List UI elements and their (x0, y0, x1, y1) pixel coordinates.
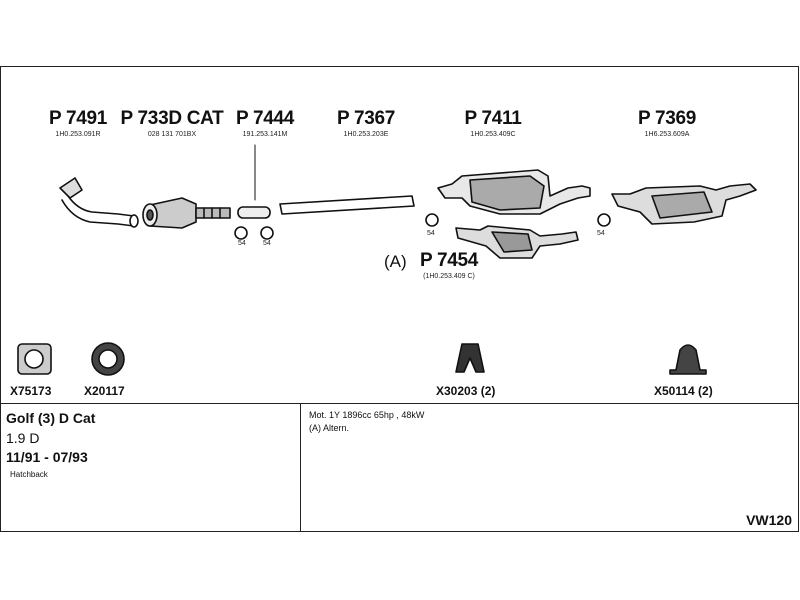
engine-note: Mot. 1Y 1896cc 65hp , 48kW (309, 410, 425, 420)
oe-number-connector: 191.253.141M (242, 131, 288, 138)
vehicle-body: Hatchback (10, 470, 48, 479)
connector-drawing (234, 144, 274, 240)
vehicle-years: 11/91 - 07/93 (6, 449, 88, 465)
accessory-code-gasket: X75173 (10, 384, 52, 398)
rear-silencer-drawing (597, 183, 757, 227)
accessory-code-ring: X20117 (84, 384, 125, 398)
part-number-connector: P 7444 (235, 108, 295, 129)
oe-number-middle-pipe: 1H0.253.203E (343, 131, 389, 138)
accessory-ring-drawing (91, 342, 125, 376)
divider-horizontal (0, 403, 799, 404)
part-number-front-pipe: P 7491 (48, 108, 108, 129)
clamp-code: 54 (263, 240, 271, 247)
front-pipe-drawing (59, 177, 139, 228)
accessory-code-hanger: X30203 (2) (436, 384, 496, 398)
clamp-code: 54 (238, 240, 246, 247)
part-number-rear-silencer: P 7369 (637, 108, 697, 129)
divider-vertical (300, 403, 301, 532)
accessory-gasket-drawing (17, 343, 52, 375)
diagram-frame (0, 66, 799, 532)
oe-number-rear-silencer: 1H6.253.609A (644, 131, 690, 138)
part-number-middle-silencer: P 7411 (464, 108, 522, 129)
accessory-clamp-drawing (669, 344, 707, 375)
clamp-code: 54 (597, 230, 605, 237)
part-number-middle-pipe: P 7367 (336, 108, 396, 129)
part-number-catalyst: P 733D CAT (120, 108, 224, 129)
oe-number-middle-silencer: 1H0.253.409C (470, 131, 516, 138)
accessory-code-clamp: X50114 (2) (654, 384, 713, 398)
accessory-hanger-drawing (455, 343, 485, 373)
middle-pipe-drawing (279, 195, 415, 215)
vehicle-engine: 1.9 D (6, 430, 40, 446)
diagram-code: VW120 (746, 512, 792, 528)
catalyst-drawing (142, 197, 231, 229)
oe-number-front-pipe: 1H0.253.091R (55, 131, 101, 138)
alt-silencer-drawing (455, 225, 579, 259)
oe-number-alt-silencer: (1H0.253.409 C) (423, 273, 475, 280)
oe-number-catalyst: 028 131 701BX (147, 131, 197, 138)
part-number-alt-silencer: P 7454 (419, 250, 479, 271)
alternative-note: (A) Altern. (309, 423, 350, 433)
clamp-code: 54 (427, 230, 435, 237)
middle-silencer-drawing (425, 169, 591, 227)
vehicle-model: Golf (3) D Cat (6, 410, 96, 426)
alt-part-prefix: (A) (384, 252, 407, 271)
